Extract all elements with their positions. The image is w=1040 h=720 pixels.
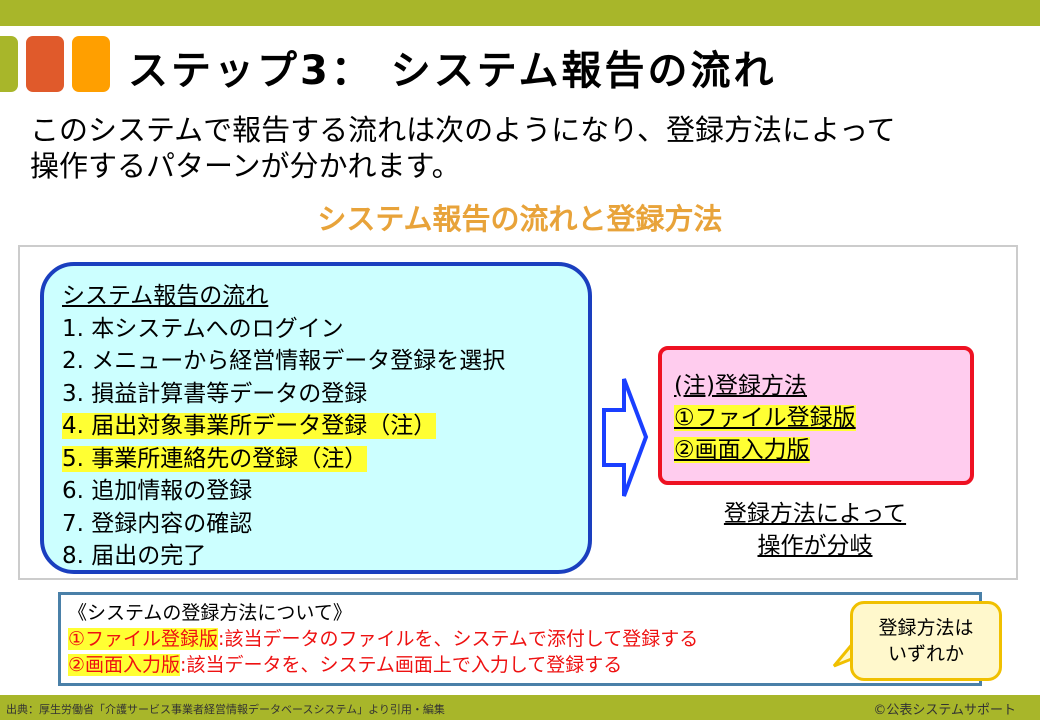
note-heading: (注)登録方法 xyxy=(674,373,807,399)
flow-list: システム報告の流れ 1. 本システムへのログイン 2. メニューから経営情報デー… xyxy=(62,280,505,573)
intro-text: このシステムで報告する流れは次のようになり、登録方法によって 操作するパターンが… xyxy=(30,112,896,184)
top-bar xyxy=(0,0,1040,26)
footer: 出典：厚生労働省「介護サービス事業者経営情報データベースシステム」より引用・編集… xyxy=(0,695,1040,720)
methods-heading: 《システムの登録方法について》 xyxy=(68,602,352,624)
branch-text: 登録方法によって 操作が分岐 xyxy=(690,498,940,562)
flow-step: 1. 本システムへのログイン xyxy=(62,315,344,342)
branch-line: 操作が分岐 xyxy=(757,533,873,559)
note-option: ①ファイル登録版 xyxy=(674,405,856,431)
footer-copyright: ©公表システムサポート xyxy=(873,703,1016,718)
decor-square-green xyxy=(0,36,18,92)
section-subtitle: システム報告の流れと登録方法 xyxy=(317,202,723,236)
page-title: ステップ3： システム報告の流れ xyxy=(128,48,777,94)
method-label: ①ファイル登録版 xyxy=(68,628,219,650)
intro-line: このシステムで報告する流れは次のようになり、登録方法によって xyxy=(30,113,896,147)
decor-square-orange xyxy=(72,36,110,92)
method-desc: :該当データを、システム画面上で入力して登録する xyxy=(180,654,623,676)
flow-step: 7. 登録内容の確認 xyxy=(62,510,253,537)
flow-step: 8. 届出の完了 xyxy=(62,543,207,569)
method-item: ①ファイル登録版:該当データのファイルを、システムで添付して登録する xyxy=(68,626,698,652)
method-desc: :該当データのファイルを、システムで添付して登録する xyxy=(218,628,699,650)
flow-heading: システム報告の流れ xyxy=(62,283,269,309)
note-text: (注)登録方法 ①ファイル登録版 ②画面入力版 xyxy=(674,370,856,466)
callout-line: いずれか xyxy=(887,643,964,665)
footer-source: 出典：厚生労働省「介護サービス事業者経営情報データベースシステム」より引用・編集 xyxy=(6,703,445,716)
note-option: ②画面入力版 xyxy=(674,437,810,463)
branch-line: 登録方法によって xyxy=(723,501,907,527)
method-label: ②画面入力版 xyxy=(68,654,181,676)
intro-line: 操作するパターンが分かれます。 xyxy=(30,149,461,183)
decor-square-red xyxy=(26,36,64,92)
callout-bubble: 登録方法は いずれか xyxy=(850,601,1002,681)
flow-step: 3. 損益計算書等データの登録 xyxy=(62,380,368,407)
flow-step: 4. 届出対象事業所データ登録（注） xyxy=(62,413,437,439)
right-arrow-icon xyxy=(602,378,649,497)
methods-text: 《システムの登録方法について》 ①ファイル登録版:該当データのファイルを、システ… xyxy=(68,600,698,678)
diagram-frame xyxy=(18,245,1018,580)
flow-step: 2. メニューから経営情報データ登録を選択 xyxy=(62,348,506,374)
flow-step: 5. 事業所連絡先の登録（注） xyxy=(62,445,368,472)
method-item: ②画面入力版:該当データを、システム画面上で入力して登録する xyxy=(68,652,698,678)
callout-line: 登録方法は xyxy=(878,617,974,639)
flow-step: 6. 追加情報の登録 xyxy=(62,478,253,504)
